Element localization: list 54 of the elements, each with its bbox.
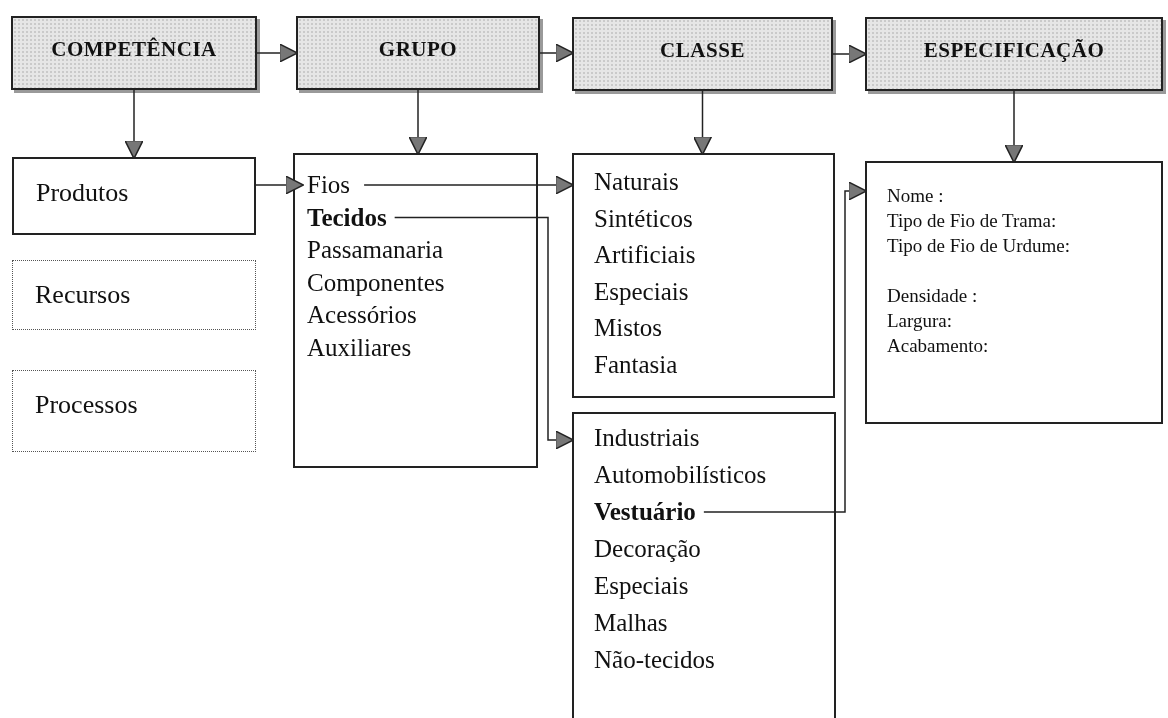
header-text: GRUPO: [378, 36, 458, 63]
header-box: [11, 16, 257, 90]
box-text: Nome :: [887, 184, 945, 208]
list-item: Passamanaria: [307, 234, 444, 266]
dotted-box: [12, 260, 256, 330]
arrow: [363, 175, 575, 195]
box-text: Processos: [35, 390, 138, 419]
box-text: Tipo de Fio de Trama:: [887, 209, 1058, 233]
list-item: Componentes: [307, 266, 445, 299]
list-item: Mistos: [594, 312, 663, 344]
header-text: CLASSE: [660, 37, 745, 64]
specification-box: [865, 161, 1163, 424]
list-item: Não-tecidos: [594, 644, 715, 676]
box-text: Recursos: [35, 280, 131, 309]
list-item: Auxiliares: [307, 331, 412, 364]
box-text: Acabamento:: [887, 334, 990, 358]
arrow: [692, 90, 713, 156]
list-item: Tecidos: [307, 201, 387, 234]
header-box: [865, 17, 1163, 91]
list-item: Fios: [307, 169, 351, 201]
list-item: Sintéticos: [594, 202, 693, 235]
list-item: Naturais: [594, 166, 679, 198]
list-item: Especiais: [594, 570, 689, 602]
list-box: [572, 412, 836, 718]
arrow: [124, 89, 144, 160]
process-box: [12, 157, 256, 235]
list-item: Automobilísticos: [594, 459, 767, 491]
list-item: Decoração: [594, 533, 701, 565]
box-text: Largura:: [887, 309, 954, 333]
list-item: Vestuário: [594, 496, 696, 528]
list-item: Fantasia: [594, 348, 678, 381]
list-item: Acessórios: [307, 299, 417, 331]
box-text: Densidade :: [887, 284, 979, 308]
arrow: [255, 175, 305, 195]
header-text: COMPETÊNCIA: [51, 36, 217, 63]
list-box: [572, 153, 835, 398]
arrow: [539, 43, 575, 63]
arrow: [256, 43, 299, 63]
list-item: Malhas: [594, 607, 668, 639]
dotted-box: [12, 370, 256, 452]
header-box: [296, 16, 540, 90]
box-text: Tipo de Fio de Urdume:: [887, 234, 1071, 258]
box-text: Produtos: [36, 178, 129, 207]
list-item: Artificiais: [594, 239, 696, 271]
arrow: [1004, 90, 1024, 164]
arrow: [703, 181, 868, 513]
list-item: Especiais: [594, 275, 689, 308]
list-item: Industriais: [594, 422, 700, 454]
list-box: [293, 153, 538, 468]
header-text: ESPECIFICAÇÃO: [923, 37, 1105, 64]
arrow: [408, 89, 428, 156]
header-box: [572, 17, 833, 91]
arrow: [393, 216, 575, 450]
arrow: [832, 44, 868, 64]
